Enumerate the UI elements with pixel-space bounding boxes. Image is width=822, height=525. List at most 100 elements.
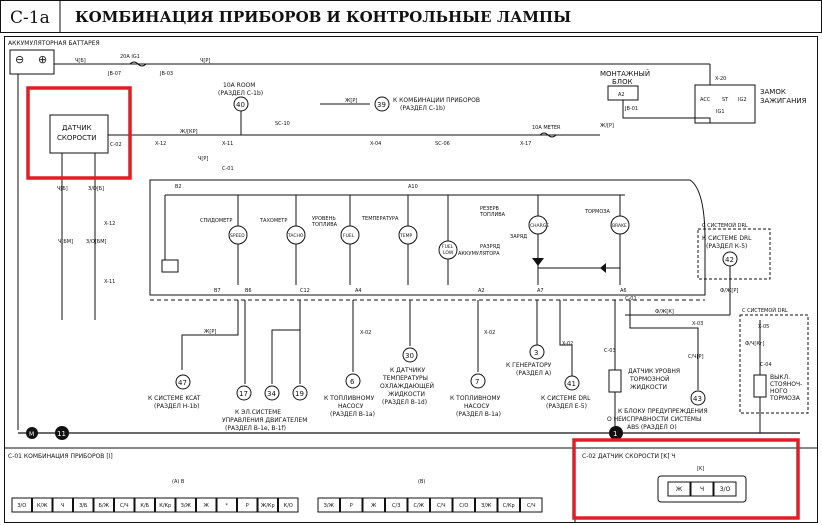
pin-cell (407, 497, 430, 513)
gauge-fuel-icon (340, 225, 360, 245)
pin-label: С/Ч (437, 503, 446, 509)
header-frame (0, 0, 822, 33)
mounting-block-title-1: МОНТАЖНЫЙ (600, 69, 650, 78)
ignition-ig1-label: IG1 (716, 109, 725, 115)
pin-label: З/Ж (481, 503, 492, 509)
connector-c03: C-03 (604, 348, 616, 354)
diagram-frame (4, 36, 818, 523)
pin-label: Ж/Кр (261, 503, 275, 509)
pin-cell (317, 497, 340, 513)
connector-x03: X-03 (692, 321, 703, 327)
pin-cell (497, 497, 520, 513)
ignition-st-label: ST (722, 97, 729, 103)
drl-parking-box (739, 314, 809, 414)
gauge-tach-label: ТАХОМЕТР (259, 218, 287, 224)
abs-ref-1: К БЛОКУ ПРЕДУПРЕЖДЕНИЯ (618, 408, 708, 415)
combo-ref-section: (РАЗДЕЛ С-1b) (400, 105, 445, 112)
ref-circle-1-label: 1 (613, 430, 617, 438)
c01-connector-title: C-01 КОМБИНАЦИЯ ПРИБОРОВ [I] (8, 453, 113, 460)
pin-label: З/О (17, 503, 26, 509)
ref-circle-47-label: 47 (178, 379, 187, 387)
brake-fluid-label-2: ТОРМОЗНОЙ (629, 376, 669, 383)
connector-c01-bottom: C-01 (625, 296, 637, 302)
connector-x02-right: X-02 (562, 341, 573, 347)
pin-a2: A2 (478, 288, 485, 294)
connector-x11-left: X-11 (104, 279, 115, 285)
ref-circle-1 (609, 426, 623, 440)
connector-x12-top: X-12 (155, 141, 166, 147)
mounting-ignition-wire (622, 100, 711, 123)
battery-minus-icon: ⊖ (15, 53, 24, 66)
abs-ref-3: ABS (РАЗДЕЛ O) (627, 424, 677, 431)
ksat-ref-1: К СИСТЕМЕ KCAT (148, 395, 201, 402)
pin-cell (520, 497, 543, 513)
pin-cell (690, 481, 714, 497)
ref-circle-6 (345, 373, 361, 389)
pin-cell (73, 497, 94, 513)
gauge-speedo-label: СПИДОМЕТР (200, 218, 232, 224)
wire-label-fchr: Ф/Ч[Кг] (745, 341, 765, 347)
pin-cell (11, 497, 32, 513)
fuse-room-ref: (РАЗДЕЛ С-1b) (218, 90, 263, 97)
wire-to-ksat (181, 300, 239, 370)
ref-circle-42-label: 42 (725, 256, 734, 264)
pin-label: К/Ж (37, 503, 48, 509)
engine-ref-1: К ЭЛ.СИСТЕМЕ (235, 409, 281, 416)
wire-label-cb: Ч[Б] (75, 58, 86, 64)
page-code: C-1a (10, 8, 50, 28)
ground-motor-icon (26, 427, 38, 439)
connector-x05: X-05 (758, 324, 769, 330)
drl3-ref-2: (РАЗДЕЛ E-5) (546, 403, 587, 410)
pin-a10: A10 (408, 184, 418, 190)
pin-b2: B2 (175, 184, 182, 190)
wire-to-drl-41 (559, 300, 573, 376)
connector-c04: C-04 (760, 362, 772, 368)
pin-label: * (226, 503, 229, 509)
pin-label: Р (246, 503, 249, 509)
pin-cell (196, 497, 217, 513)
ignition-x20-label: X-20 (715, 76, 726, 82)
connector-x04: X-04 (370, 141, 381, 147)
abs-ref-2: О НЕИСПРАВНОСТИ СИСТЕМЫ (607, 416, 701, 423)
pin-b7: B7 (214, 288, 221, 294)
pin-label: З/Ж (181, 503, 192, 509)
gauge-tacho-text: TACHO (287, 233, 304, 239)
connector-x17: X-17 (520, 141, 531, 147)
fuse-ig1-label: 20A IG1 (120, 54, 140, 60)
lamp-charge-icon (528, 215, 548, 235)
ref-circle-43-label: 43 (693, 395, 702, 403)
pin-label: С/З (392, 503, 400, 509)
gauge-tacho-icon (286, 225, 306, 245)
ref-circle-11 (55, 426, 69, 440)
wire-label-zhp-ksat: Ж[Р] (204, 329, 216, 335)
ref-circle-19 (292, 385, 308, 401)
ignition-ig2-label: IG2 (738, 97, 747, 103)
pin-cell (32, 497, 53, 513)
mounting-block-title-2: БЛОК (612, 78, 633, 86)
lamp-brake-label: ТОРМОЗА (584, 209, 610, 215)
temp-ref-3: ОХЛАЖДАЮЩЕЙ (380, 383, 434, 390)
c02-k-label: [K] (697, 466, 704, 472)
ref-circle-39 (374, 96, 390, 112)
engine-ref-3: (РАЗДЕЛ B-1e, B-1f) (225, 425, 286, 432)
ksat-ref-2: (РАЗДЕЛ H-1b) (154, 403, 199, 410)
speed-sensor-box (49, 114, 109, 154)
ref-circle-43 (690, 390, 706, 406)
temp-ref-5: (РАЗДЕЛ B-1d) (382, 399, 427, 406)
fuelpump2-ref-2: НАСОСУ (464, 403, 490, 410)
pin-label: С/Кр (503, 503, 515, 509)
pin-label: З/О (720, 486, 731, 493)
ignition-title-1: ЗАМОК (760, 88, 786, 96)
fuse-room-label: 10A ROOM (223, 82, 255, 89)
drl2-label-3: НОГО (770, 388, 788, 395)
pin-cell (362, 497, 385, 513)
lamp-brake-icon (610, 215, 630, 235)
pin-cell (134, 497, 155, 513)
battery-plus-icon: ⊕ (38, 53, 47, 66)
battery-label: АККУМУЛЯТОРНАЯ БАТТАРЕЯ (8, 40, 100, 47)
fuse-ig1-icon (129, 61, 147, 67)
lamp-brake-diode-icon (600, 263, 606, 273)
pin-cell (430, 497, 453, 513)
ref-circle-47 (175, 374, 191, 390)
fuelpump2-ref-3: (РАЗДЕЛ B-1a) (456, 411, 501, 418)
